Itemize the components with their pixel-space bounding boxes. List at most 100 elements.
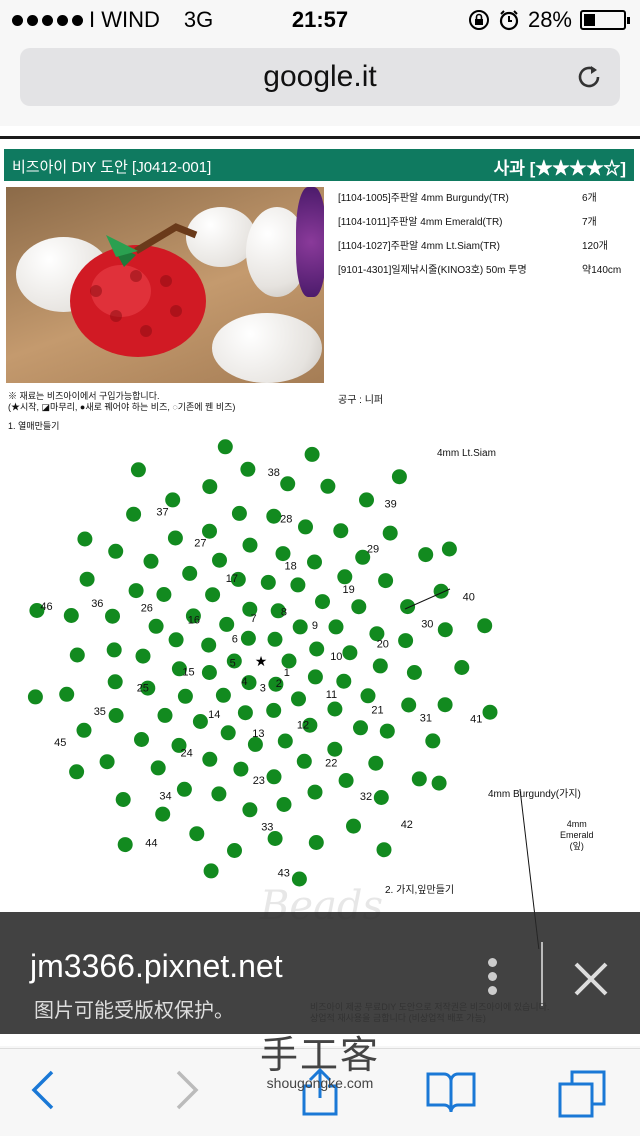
- reload-icon[interactable]: [574, 62, 604, 92]
- step-number: 31: [420, 713, 432, 725]
- step-number: 6: [232, 633, 238, 645]
- bead: [351, 599, 366, 614]
- url-text[interactable]: google.it: [20, 60, 620, 94]
- copyright-footer: 비즈아이 제공 무료DIY 도안으로 저작권은 비즈아이에 있습니다. 상업적 …: [310, 1002, 549, 1024]
- label-burgundy: 4mm Burgundy(가지): [488, 785, 581, 800]
- bead: [297, 754, 312, 769]
- beaded-apple-icon: [66, 221, 216, 361]
- step-number: 35: [94, 706, 106, 718]
- bead: [438, 622, 453, 637]
- step-number: 27: [194, 537, 206, 549]
- chevron-right-icon[interactable]: [168, 1068, 204, 1112]
- step-number: 5: [230, 658, 236, 670]
- book-icon[interactable]: [424, 1068, 478, 1114]
- bead: [77, 532, 92, 547]
- step-number: 40: [463, 591, 475, 603]
- step-number: 30: [421, 619, 433, 631]
- bead: [442, 542, 457, 557]
- bead: [28, 689, 43, 704]
- bead: [219, 617, 234, 632]
- step-number: 21: [371, 705, 383, 717]
- bead: [438, 697, 453, 712]
- bead: [261, 575, 276, 590]
- bead: [168, 531, 183, 546]
- step-number: 17: [226, 573, 238, 585]
- bead: [155, 807, 170, 822]
- step-number: 26: [141, 603, 153, 615]
- bead: [64, 608, 79, 623]
- address-bar[interactable]: google.it: [20, 48, 620, 106]
- bead: [280, 476, 295, 491]
- bead: [380, 724, 395, 739]
- bead: [218, 439, 233, 454]
- pattern-image: 비즈아이 DIY 도안 [J0412-001] 사과 [★★★★☆] [1104…: [0, 136, 640, 1046]
- step-number: 34: [159, 791, 171, 803]
- step-number: 15: [182, 666, 194, 678]
- bead: [353, 720, 368, 735]
- bead: [189, 826, 204, 841]
- close-icon[interactable]: [570, 958, 612, 1000]
- status-bar: I WIND 3G 21:57 28%: [0, 0, 640, 40]
- bead: [240, 462, 255, 477]
- bead: [205, 587, 220, 602]
- bead: [407, 665, 422, 680]
- bead: [333, 523, 348, 538]
- bead: [232, 506, 247, 521]
- label-lt-siam: 4mm Lt.Siam: [437, 448, 496, 459]
- step-number: 39: [385, 498, 397, 510]
- bead: [373, 658, 388, 673]
- bead: [69, 764, 84, 779]
- step-number: 42: [401, 819, 413, 831]
- bead: [202, 752, 217, 767]
- bead: [291, 691, 306, 706]
- bead: [400, 599, 415, 614]
- step-number: 3: [260, 683, 266, 695]
- pattern-notes: ※ 재료는 비즈아이에서 구입가능합니다. (★시작, ◪마무리, ●새로 꿰어…: [8, 391, 235, 413]
- chevron-left-icon[interactable]: [26, 1068, 62, 1112]
- battery-icon: [580, 10, 626, 30]
- step-number: 45: [54, 737, 66, 749]
- divider: [541, 942, 543, 1006]
- bead: [336, 674, 351, 689]
- tool-label: 공구 : 니퍼: [338, 391, 383, 406]
- step-number: 12: [297, 719, 309, 731]
- bead: [374, 790, 389, 805]
- bead: [144, 554, 159, 569]
- web-content[interactable]: 비즈아이 DIY 도안 [J0412-001] 사과 [★★★★☆] [1104…: [0, 126, 640, 1046]
- bead: [193, 714, 208, 729]
- bead: [108, 674, 123, 689]
- more-vertical-icon[interactable]: [488, 958, 500, 1002]
- step-number: 44: [145, 837, 157, 849]
- bead: [298, 519, 313, 534]
- tabs-icon[interactable]: [556, 1068, 610, 1120]
- pattern-title: 비즈아이 DIY 도안 [J0412-001]: [12, 156, 211, 177]
- note-line: ※ 재료는 비즈아이에서 구입가능합니다.: [8, 391, 235, 402]
- bead: [202, 479, 217, 494]
- step-number: 29: [367, 543, 379, 555]
- bead: [178, 689, 193, 704]
- bead: [293, 619, 308, 634]
- pattern-rating: 사과 [★★★★☆]: [494, 154, 626, 179]
- bead: [309, 835, 324, 850]
- bead: [329, 619, 344, 634]
- step-number: 36: [91, 598, 103, 610]
- bead: [266, 703, 281, 718]
- bead: [378, 573, 393, 588]
- bead: [383, 526, 398, 541]
- source-site-link[interactable]: jm3366.pixnet.net: [30, 948, 283, 985]
- bead: [165, 492, 180, 507]
- bead: [204, 863, 219, 878]
- bead: [134, 732, 149, 747]
- bead: [108, 544, 123, 559]
- bead: [315, 594, 330, 609]
- step-number: 28: [280, 514, 292, 526]
- bead: [377, 842, 392, 857]
- alarm-icon: [498, 9, 520, 31]
- material-row: [1104-1027]주판알 4mm Lt.Siam(TR)120개: [338, 237, 634, 253]
- bead: [129, 583, 144, 598]
- bead: [361, 688, 376, 703]
- bead: [242, 802, 257, 817]
- bead: [290, 577, 305, 592]
- step-2-label: 2. 가지,잎만들기: [385, 881, 454, 896]
- bead: [243, 538, 258, 553]
